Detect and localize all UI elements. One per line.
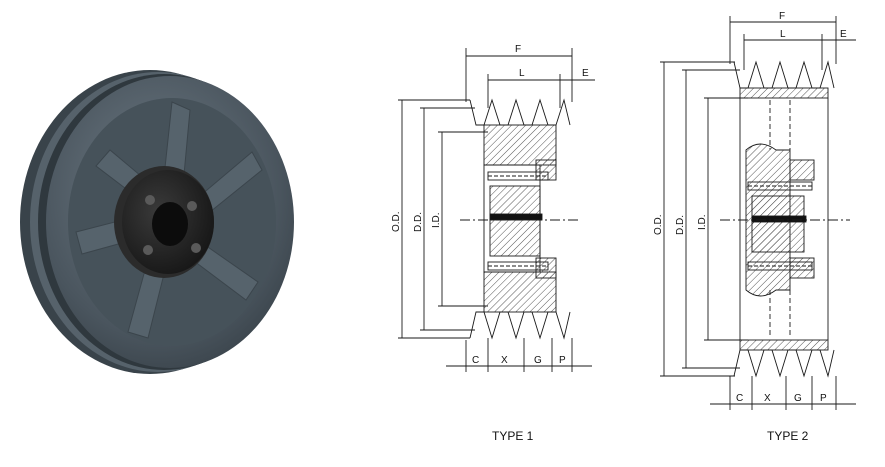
type1-dim-L: L [519,68,525,79]
type1-labels: F L E O.D. D.D. I.D. C X G P TYPE 1 [391,44,589,443]
type1-dim-F: F [515,44,521,55]
type2-dim-P: P [820,393,827,404]
type2-dim-ID: I.D. [697,214,708,230]
type2-dim-L: L [780,29,786,40]
type2-dim-F: F [779,11,785,22]
type1-dim-G: G [534,355,542,366]
type1-caption: TYPE 1 [492,429,534,443]
pulley-photo [20,70,294,374]
type2-dim-G: G [794,393,802,404]
type2-dim-C: C [736,393,743,404]
type1-dim-DD: D.D. [413,212,424,232]
type2-labels: F L E O.D. D.D. I.D. C X G P TYPE 2 [653,11,847,443]
type2-dim-DD: D.D. [675,215,686,235]
type1-dim-P: P [559,355,566,366]
type1-dim-C: C [472,355,479,366]
type1-dim-ID: I.D. [431,212,442,228]
type2-dim-E: E [840,29,847,40]
type2-drawing [660,16,856,410]
type1-dim-E: E [582,68,589,79]
type1-dim-X: X [501,355,508,366]
type1-dim-OD: O.D. [391,211,402,232]
type2-dim-X: X [764,393,771,404]
type2-caption: TYPE 2 [767,429,809,443]
type2-dim-OD: O.D. [653,214,664,235]
type1-drawing [398,48,595,372]
